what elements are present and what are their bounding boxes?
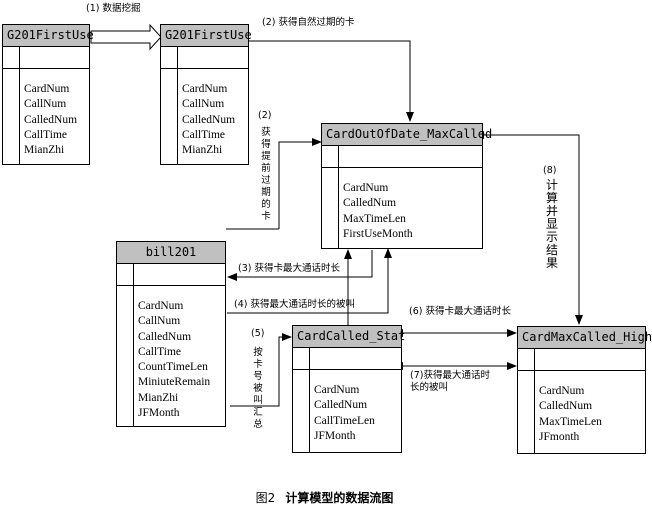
entity-card-max-called-high: CardMaxCalled_High CardNum CalledNum Max… bbox=[517, 326, 652, 454]
entity-fields: CardNum CalledNum MaxTimeLen JFmonth bbox=[518, 371, 645, 453]
figure-title: 计算模型的数据流图 bbox=[285, 491, 394, 505]
field: MaxTimeLen bbox=[539, 415, 602, 428]
entity-g201-first-use-source: G201FirstUse CardNum CallNum CalledNum C… bbox=[2, 24, 94, 165]
entity-key-row bbox=[117, 264, 225, 286]
label-step1: (1) 数据挖掘 bbox=[86, 3, 141, 14]
field: JFmonth bbox=[539, 430, 580, 443]
field: CallTime bbox=[182, 128, 226, 141]
field: CalledNum bbox=[182, 113, 236, 126]
entity-key-row bbox=[322, 146, 482, 168]
label-step4: (4) 获得最大通话时长的被叫 bbox=[234, 299, 355, 310]
field: CardNum bbox=[138, 300, 184, 312]
entity-key-row bbox=[161, 47, 248, 69]
label-step2-number: (2) bbox=[258, 110, 272, 121]
entity-title: G201FirstUse bbox=[161, 25, 252, 47]
label-step7-line1: (7)获得最大通话时 bbox=[410, 370, 490, 381]
field: CardNum bbox=[539, 385, 585, 397]
field: MaxTimeLen bbox=[343, 212, 406, 225]
field: CallTime bbox=[138, 345, 182, 358]
entity-card-called-stat: CardCalled_Stat CardNum CalledNum CallTi… bbox=[292, 325, 405, 453]
label-step3: (3) 获得卡最大通话时长 bbox=[238, 263, 340, 274]
field: CalledNum bbox=[314, 399, 368, 412]
label-step2-early: 获得提前过期的卡 bbox=[261, 127, 271, 222]
field: MianZhi bbox=[24, 144, 65, 157]
flow-step2-early bbox=[278, 138, 322, 229]
label-step7-line2: 长的被叫 bbox=[410, 382, 449, 393]
field: JFMonth bbox=[314, 429, 356, 442]
field: CallNum bbox=[182, 98, 225, 111]
entity-fields: CardNum CallNum CalledNum CallTime MianZ… bbox=[3, 69, 89, 164]
field: CardNum bbox=[343, 182, 389, 194]
field: CalledNum bbox=[138, 330, 192, 343]
field: CalledNum bbox=[343, 197, 397, 210]
hollow-arrow-step1 bbox=[90, 23, 162, 51]
field: CardNum bbox=[314, 384, 360, 396]
field: CalledNum bbox=[24, 113, 78, 126]
entity-key-row bbox=[3, 47, 89, 69]
field: CallNum bbox=[24, 98, 67, 111]
entity-g201-first-use-mined: G201FirstUse CardNum CallNum CalledNum C… bbox=[160, 24, 252, 165]
field: CallNum bbox=[138, 315, 181, 328]
field: CardNum bbox=[24, 83, 70, 95]
label-step8-result: 计算并显示结果 bbox=[545, 178, 558, 270]
flow-step8 bbox=[474, 131, 583, 325]
label-step5-number: (5) bbox=[251, 328, 265, 339]
entity-fields: CardNum CallNum CalledNum CallTime Count… bbox=[117, 286, 225, 426]
entity-fields: CardNum CallNum CalledNum CallTime MianZ… bbox=[161, 69, 248, 164]
label-step8-number: (8) bbox=[543, 165, 557, 176]
entity-card-out-of-date-max-called: CardOutOfDate_MaxCalled CardNum CalledNu… bbox=[321, 123, 492, 249]
entity-key-row bbox=[518, 349, 645, 371]
entity-title: CardMaxCalled_High bbox=[518, 327, 652, 349]
field: CalledNum bbox=[539, 400, 593, 413]
flow-step4 bbox=[227, 248, 392, 314]
label-step6: (6) 获得卡最大通话时长 bbox=[409, 306, 511, 317]
entity-key-row bbox=[293, 348, 401, 370]
field: CallTime bbox=[24, 128, 68, 141]
flow-step5 bbox=[230, 333, 292, 407]
entity-title: G201FirstUse bbox=[3, 25, 94, 47]
entity-title: CardOutOfDate_MaxCalled bbox=[322, 124, 492, 146]
field: FirstUseMonth bbox=[343, 227, 413, 240]
entity-fields: CardNum CalledNum MaxTimeLen FirstUseMon… bbox=[322, 168, 482, 248]
field: MianZhi bbox=[182, 144, 223, 157]
field: MianZhi bbox=[138, 391, 179, 404]
label-step5-aggregate: 按卡号被叫汇总 bbox=[253, 347, 263, 430]
field: CountTimeLen bbox=[138, 361, 208, 374]
flow-step3 bbox=[227, 250, 373, 281]
entity-bill201: bill201 CardNum CallNum CalledNum CallTi… bbox=[116, 241, 226, 427]
flow-step2-natural bbox=[249, 40, 414, 122]
entity-fields: CardNum CalledNum CallTimeLen JFMonth bbox=[293, 370, 401, 452]
field: CardNum bbox=[182, 83, 228, 95]
field: MiniuteRemain bbox=[138, 376, 211, 389]
field: JFMonth bbox=[138, 407, 180, 420]
entity-title: bill201 bbox=[117, 242, 225, 264]
entity-title: CardCalled_Stat bbox=[293, 326, 405, 348]
label-step2-natural: (2) 获得自然过期的卡 bbox=[262, 17, 355, 28]
figure-number: 图2 bbox=[255, 491, 276, 505]
figure-caption: 图2 计算模型的数据流图 bbox=[0, 489, 649, 506]
field: CallTimeLen bbox=[314, 414, 375, 427]
